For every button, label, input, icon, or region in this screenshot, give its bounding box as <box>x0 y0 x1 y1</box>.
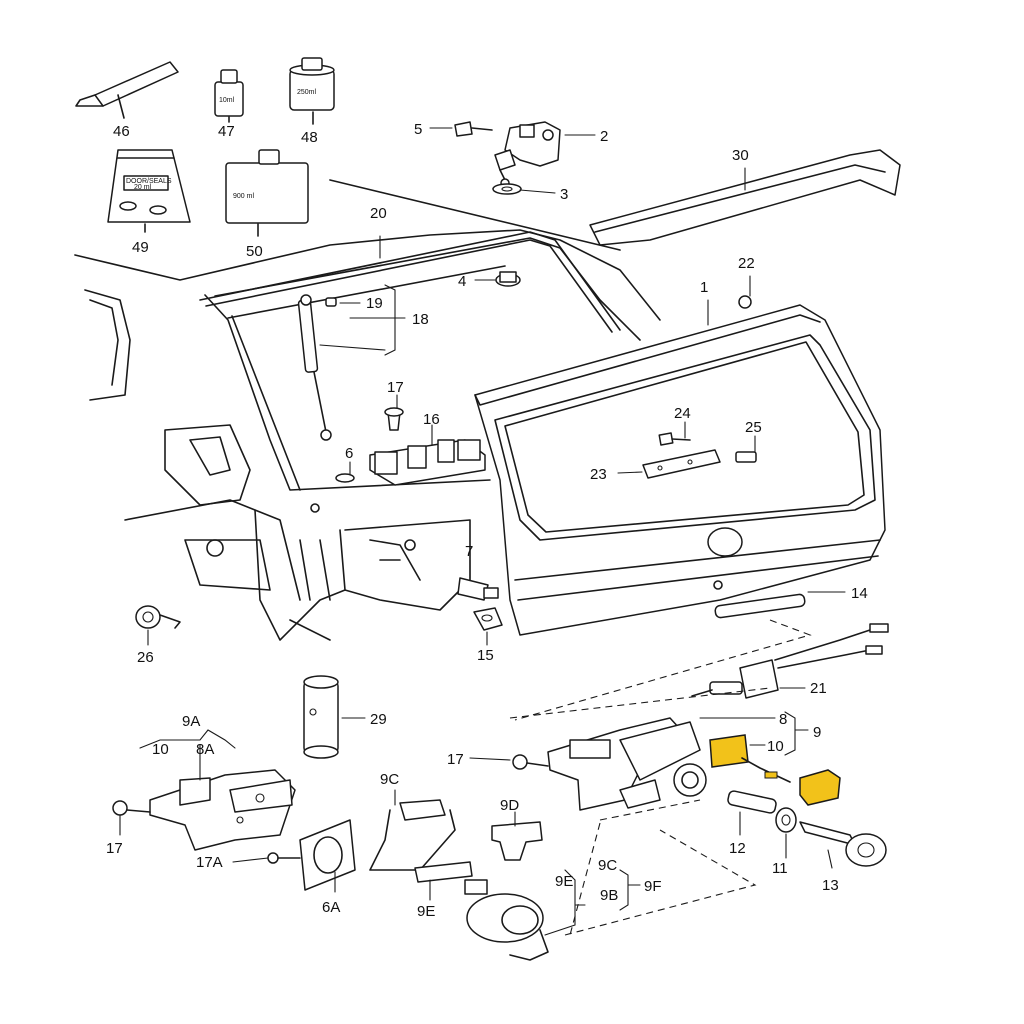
callout-7: 7 <box>465 543 473 560</box>
lock-assembly <box>512 717 707 811</box>
callout-25: 25 <box>745 419 762 436</box>
callout-1: 1 <box>700 279 708 296</box>
callout-20: 20 <box>370 205 387 222</box>
callout-11: 11 <box>772 860 788 877</box>
sealant-bag: DOOR/SEALS 20 ml <box>107 149 191 233</box>
callout-9c-top: 9C <box>380 771 399 788</box>
callout-23: 23 <box>590 466 607 483</box>
tailgate-bracket <box>642 432 757 479</box>
callout-9b: 9B <box>600 887 618 904</box>
callout-21: 21 <box>810 680 827 697</box>
lock-cylinder-housing <box>303 675 339 759</box>
highlighted-connector <box>709 734 841 806</box>
callout-9: 9 <box>813 724 821 741</box>
callout-5: 5 <box>414 121 422 138</box>
large-bottle-label: 900 ml <box>233 193 254 200</box>
callout-29: 29 <box>370 711 387 728</box>
gas-strut <box>297 294 337 441</box>
striker-bracket <box>369 407 486 486</box>
lock-linkage <box>369 799 549 961</box>
lock-switch <box>691 623 889 699</box>
tailgate-seal <box>199 231 621 333</box>
callout-3: 3 <box>560 186 568 203</box>
callout-8a: 8A <box>196 741 214 758</box>
callout-10-left: 10 <box>152 741 169 758</box>
callout-17-top: 17 <box>387 379 404 396</box>
hinge-assembly <box>454 121 561 287</box>
small-bottle-label: 10ml <box>219 97 235 104</box>
callout-46: 46 <box>113 123 130 140</box>
callout-49: 49 <box>132 239 149 256</box>
callout-2: 2 <box>600 128 608 145</box>
grommet <box>135 605 181 629</box>
callout-30: 30 <box>732 147 749 164</box>
callout-9e-left: 9E <box>417 903 435 920</box>
callout-19: 19 <box>366 295 383 312</box>
lock-bracket <box>267 819 356 891</box>
callout-8: 8 <box>779 711 787 728</box>
callout-4: 4 <box>458 273 466 290</box>
small-bottle: 10ml <box>214 69 244 123</box>
key-parts <box>727 790 887 867</box>
callout-9a: 9A <box>182 713 200 730</box>
callout-15: 15 <box>477 647 494 664</box>
bag-label-line2: 20 ml <box>134 184 152 191</box>
bag-label-line1: DOOR/SEALS <box>126 178 172 185</box>
callout-10-right: 10 <box>767 738 784 755</box>
callout-14: 14 <box>851 585 868 602</box>
large-bottle: 900 ml <box>225 149 309 237</box>
callout-50: 50 <box>246 243 263 260</box>
callout-13: 13 <box>822 877 839 894</box>
callout-18: 18 <box>412 311 429 328</box>
buffers <box>335 473 503 631</box>
jar: 250ml <box>289 57 335 125</box>
jar-label: 250ml <box>297 89 317 96</box>
callout-17-mid: 17 <box>447 751 464 768</box>
callout-22: 22 <box>738 255 755 272</box>
callout-48: 48 <box>301 129 318 146</box>
car-body <box>74 179 661 641</box>
leader-lines <box>119 127 846 936</box>
callout-17-left: 17 <box>106 840 123 857</box>
callout-47: 47 <box>218 123 235 140</box>
latch-mechanism <box>112 769 296 851</box>
callout-9e-right: 9E <box>555 873 573 890</box>
callout-26: 26 <box>137 649 154 666</box>
callout-9d: 9D <box>500 797 519 814</box>
roof-spoiler <box>589 149 901 246</box>
sealant-tube <box>75 61 179 119</box>
callout-17a: 17A <box>196 854 223 871</box>
callout-9f: 9F <box>644 878 662 895</box>
callout-24: 24 <box>674 405 691 422</box>
callout-12: 12 <box>729 840 746 857</box>
callout-6a: 6A <box>322 899 340 916</box>
callout-labels: 1 2 3 4 5 6 7 8 9 9A 9B 9C 9C 9D 9E 9E 9… <box>106 121 868 920</box>
callout-6: 6 <box>345 445 353 462</box>
callout-9c-right: 9C <box>598 857 617 874</box>
callout-16: 16 <box>423 411 440 428</box>
